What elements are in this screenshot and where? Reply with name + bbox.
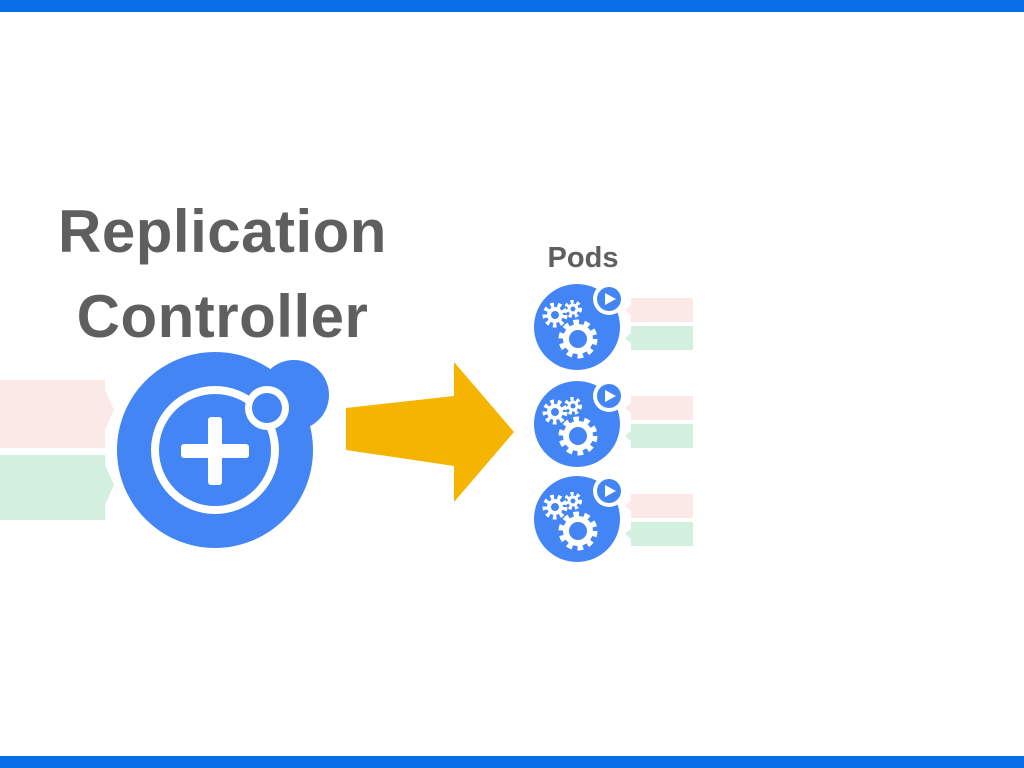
- pod-label-green: [625, 522, 693, 546]
- top-frame-bar: [0, 0, 1024, 12]
- pod-icon: [534, 380, 625, 467]
- controller-label-green: [0, 455, 114, 520]
- pod-label-pink: [625, 396, 693, 420]
- gears-icon: [542, 300, 598, 359]
- replication-controller-icon: [117, 352, 329, 548]
- pods-label: Pods: [547, 242, 619, 274]
- play-icon: [593, 380, 625, 412]
- gears-icon: [542, 492, 598, 551]
- replication-arrow: [346, 362, 514, 502]
- controller-label-pink: [0, 380, 114, 448]
- play-icon: [593, 475, 625, 507]
- pod-label-green: [625, 424, 693, 448]
- pod-label-pink: [625, 494, 693, 518]
- pod-icon: [534, 283, 625, 370]
- plus-icon: [181, 417, 249, 485]
- bottom-frame-bar: [0, 756, 1024, 768]
- controller-title-line-2: Controller: [76, 283, 369, 350]
- play-icon: [593, 283, 625, 315]
- gears-icon: [542, 397, 598, 456]
- pod-label-pink: [625, 298, 693, 322]
- pod-icon: [534, 475, 625, 562]
- pod-label-green: [625, 326, 693, 350]
- controller-title-line-1: Replication: [58, 198, 387, 265]
